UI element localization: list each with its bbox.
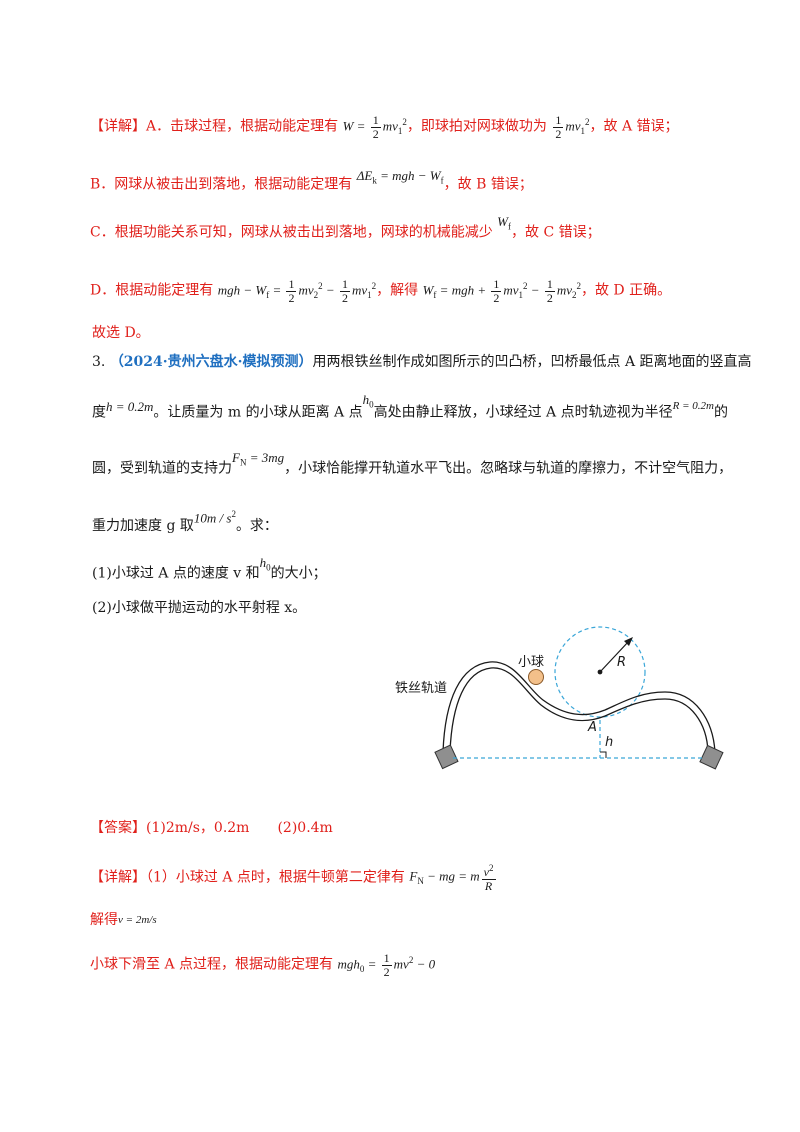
detail-c-post: ，故 C 错误； (511, 224, 601, 241)
formula-g: 10m / s2 (193, 509, 236, 526)
detail-c-pre: C．根据功能关系可知，网球从被击出到落地，网球的机械能减少 (90, 224, 493, 241)
q3-line2: 度h = 0.2m。让质量为 m 的小球从距离 A 点h0高处由静止释放，小球经… (92, 392, 728, 425)
left-base (434, 744, 459, 770)
q3-text4b: 。求： (235, 518, 278, 535)
radius-arrow (599, 640, 630, 673)
detail-a-pre: A．击球过程，根据动能定理有 (146, 118, 339, 135)
detail-a-mid: ，即球拍对网球做功为 (406, 118, 547, 135)
detail-d-post: ，故 D 正确。 (580, 282, 672, 299)
detail2-text3: 小球下滑至 A 点过程，根据动能定理有 (90, 956, 334, 973)
detail-a-post: ，故 A 错误； (589, 118, 679, 135)
q3-line1: 3. （2024·贵州六盘水·模拟预测）用两根铁丝制作成如图所示的凹凸桥，凹桥最… (92, 352, 752, 372)
q3-line3: 圆，受到轨道的支持力FN = 3mg，小球恰能撑开轨道水平飞出。忽略球与轨道的摩… (92, 450, 733, 481)
right-base (699, 744, 724, 770)
detail-d-mid: ，解得 (376, 282, 419, 299)
detail-line-b: B．网球从被击出到落地，根据动能定理有 ΔEk = mgh − Wf，故 B 错… (90, 168, 533, 197)
q3-text2b: 。让质量为 m 的小球从距离 A 点 (153, 404, 363, 421)
formula-r: R = 0.2m (672, 400, 714, 413)
formula-wf: Wf (497, 214, 512, 232)
answer-line: 【答案】(1)2m/s，0.2m (2)0.4m (90, 818, 333, 838)
detail2-text1: （1）小球过 A 点时，根据牛顿第二定律有 (146, 869, 405, 886)
q3-text1: 用两根铁丝制作成如图所示的凹凸桥，凹桥最低点 A 距离地面的竖直高 (312, 354, 752, 370)
q3-sub1-text2: 的大小； (270, 565, 327, 582)
detail-b-post: ，故 B 错误； (443, 176, 533, 193)
q3-text3a: 圆，受到轨道的支持力 (92, 460, 232, 477)
q3-text2a: 度 (92, 404, 106, 421)
bridge-figure: R 铁丝轨道 小球 A h (395, 626, 724, 770)
q3-text3b: ，小球恰能撑开轨道水平飞出。忽略球与轨道的摩擦力，不计空气阻力， (284, 460, 733, 477)
formula-h0-sub1: h0 (259, 555, 271, 573)
detail-d-pre: D．根据动能定理有 (90, 282, 214, 299)
label-a: A (587, 720, 597, 735)
track-wire-inner (449, 667, 709, 753)
answer-tag: 【答案】 (90, 820, 146, 836)
formula-v: v = 2m/s (118, 914, 157, 926)
label-track: 铁丝轨道 (395, 681, 447, 696)
q3-number: 3. (92, 354, 106, 370)
radius-arrowhead (624, 637, 633, 646)
q3-text2d: 的 (713, 404, 728, 421)
track-wire-outer (442, 661, 716, 753)
q3-source: （2024·贵州六盘水·模拟预测） (109, 354, 313, 370)
detail2-text2: 解得 (90, 912, 118, 928)
ball (528, 669, 544, 685)
choose-line: 故选 D。 (92, 325, 150, 341)
detail2-line2: 解得v = 2m/s (90, 910, 157, 930)
formula-delta-ek: ΔEk = mgh − Wf (356, 168, 444, 186)
label-ball: 小球 (518, 655, 544, 670)
detail2-tag: 【详解】 (90, 869, 146, 886)
q3-text4a: 重力加速度 g 取 (92, 518, 194, 535)
formula-h0: h0 (362, 392, 374, 410)
right-angle-mark (600, 751, 607, 758)
label-r: R (617, 655, 626, 670)
q3-sub2: (2)小球做平抛运动的水平射程 x。 (92, 600, 307, 616)
detail-line-c: C．根据功能关系可知，网球从被击出到落地，网球的机械能减少 Wf，故 C 错误； (90, 214, 601, 245)
detail-tag: 【详解】 (90, 118, 146, 135)
answer-text: (1)2m/s，0.2m (2)0.4m (146, 820, 333, 836)
q3-sub1: (1)小球过 A 点的速度 v 和h0的大小； (92, 555, 327, 586)
formula-fn: FN = 3mg (232, 450, 285, 468)
q3-sub1-text: (1)小球过 A 点的速度 v 和 (92, 565, 260, 582)
q3-text2c: 高处由静止释放，小球经过 A 点时轨迹视为半径 (373, 404, 673, 421)
q3-line4: 重力加速度 g 取10m / s2。求： (92, 509, 278, 538)
label-h: h (605, 735, 613, 750)
detail-b-pre: B．网球从被击出到落地，根据动能定理有 (90, 176, 353, 193)
formula-h: h = 0.2m (106, 399, 154, 415)
curvature-circle (554, 626, 646, 718)
